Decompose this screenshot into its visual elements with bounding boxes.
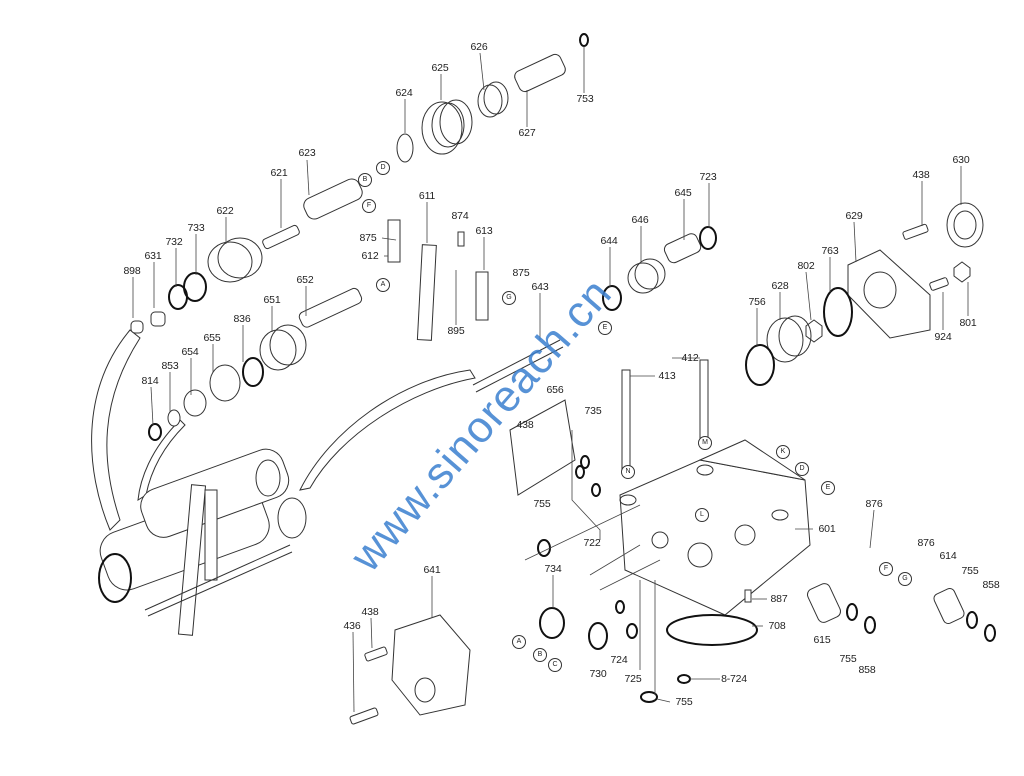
part-number-label: 654 (181, 346, 199, 358)
part-number-label: 725 (624, 673, 642, 685)
part-number-label: 614 (939, 550, 957, 562)
right-small-parts (744, 583, 996, 642)
flange-629 (745, 202, 984, 386)
reference-letter-marker: F (879, 562, 893, 576)
part-number-label: 641 (423, 564, 441, 576)
part-number-label: 875 (512, 267, 530, 279)
reference-letter-marker: E (598, 321, 612, 335)
part-number-label: 755 (533, 498, 551, 510)
part-number-label: 613 (475, 225, 493, 237)
part-number-label: 732 (165, 236, 183, 248)
part-number-label: 853 (161, 360, 179, 372)
reference-letter-marker: D (795, 462, 809, 476)
reference-letter-marker: N (621, 465, 635, 479)
part-number-label: 734 (544, 563, 562, 575)
part-number-label: 924 (934, 331, 952, 343)
part-number-label: 814 (141, 375, 159, 387)
reference-letter-marker: E (821, 481, 835, 495)
reference-letter-marker: B (533, 648, 547, 662)
reference-letter-marker: G (502, 291, 516, 305)
part-number-label: 755 (675, 696, 693, 708)
part-number-label: 763 (821, 245, 839, 257)
part-number-label: 895 (447, 325, 465, 337)
lever-plates (387, 219, 489, 341)
upper-spool-chain (130, 33, 589, 334)
part-number-label: 875 (359, 232, 377, 244)
assembly-arrow-left (91, 329, 141, 531)
assembly-arrow-right (299, 369, 476, 491)
part-number-label: 708 (768, 620, 786, 632)
valve-body-601 (619, 359, 811, 646)
part-number-label: 836 (233, 313, 251, 325)
right-spool (472, 226, 717, 393)
part-number-label: 655 (203, 332, 221, 344)
reference-letter-marker: A (376, 278, 390, 292)
part-number-label: 733 (187, 222, 205, 234)
part-number-label: 656 (546, 384, 564, 396)
assembled-spool-group (98, 448, 307, 636)
reference-letter-marker: C (548, 658, 562, 672)
part-number-label: 802 (797, 260, 815, 272)
part-number-label: 730 (589, 668, 607, 680)
part-number-label: 438 (361, 606, 379, 618)
reference-letter-marker: F (362, 199, 376, 213)
part-number-label: 724 (610, 654, 628, 666)
reference-letter-marker: K (776, 445, 790, 459)
part-number-label: 8-724 (721, 673, 747, 685)
cover-plate-656 (509, 399, 576, 496)
part-number-label: 755 (839, 653, 857, 665)
part-number-label: 858 (982, 579, 1000, 591)
part-number-label: 438 (516, 419, 534, 431)
reference-letter-marker: A (512, 635, 526, 649)
cover-641 (349, 614, 471, 725)
part-number-label: 627 (518, 127, 536, 139)
lower-spool-chain (148, 287, 363, 441)
part-number-label: 644 (600, 235, 618, 247)
part-number-label: 722 (583, 537, 601, 549)
leader-lines (132, 46, 969, 713)
small-o-rings (537, 455, 691, 703)
part-number-label: 611 (418, 190, 436, 202)
part-number-label: 874 (451, 210, 469, 222)
reference-letter-marker: B (358, 173, 372, 187)
part-number-label: 623 (298, 147, 316, 159)
part-number-label: 625 (431, 62, 449, 74)
part-number-label: 651 (263, 294, 281, 306)
part-number-label: 876 (865, 498, 883, 510)
part-number-label: 723 (699, 171, 717, 183)
reference-letter-marker: G (898, 572, 912, 586)
part-number-label: 753 (576, 93, 594, 105)
part-number-label: 643 (531, 281, 549, 293)
part-number-label: 630 (952, 154, 970, 166)
part-number-label: 645 (674, 187, 692, 199)
part-number-label: 615 (813, 634, 831, 646)
part-number-label: 629 (845, 210, 863, 222)
part-number-label: 756 (748, 296, 766, 308)
part-number-label: 621 (270, 167, 288, 179)
part-number-label: 438 (912, 169, 930, 181)
part-number-label: 735 (584, 405, 602, 417)
part-number-label: 628 (771, 280, 789, 292)
reference-letter-marker: L (695, 508, 709, 522)
part-number-label: 755 (961, 565, 979, 577)
part-number-label: 898 (123, 265, 141, 277)
part-number-label: 652 (296, 274, 314, 286)
part-number-label: 624 (395, 87, 413, 99)
part-number-label: 876 (917, 537, 935, 549)
part-number-label: 887 (770, 593, 788, 605)
part-number-label: 612 (361, 250, 379, 262)
part-number-label: 412 (681, 352, 699, 364)
reference-letter-marker: M (698, 436, 712, 450)
part-number-label: 646 (631, 214, 649, 226)
part-number-label: 631 (144, 250, 162, 262)
reference-letter-marker: D (376, 161, 390, 175)
part-number-label: 622 (216, 205, 234, 217)
part-number-label: 436 (343, 620, 361, 632)
part-number-label: 801 (959, 317, 977, 329)
part-number-label: 626 (470, 41, 488, 53)
part-number-label: 601 (818, 523, 836, 535)
part-number-label: 858 (858, 664, 876, 676)
part-number-label: 413 (658, 370, 676, 382)
